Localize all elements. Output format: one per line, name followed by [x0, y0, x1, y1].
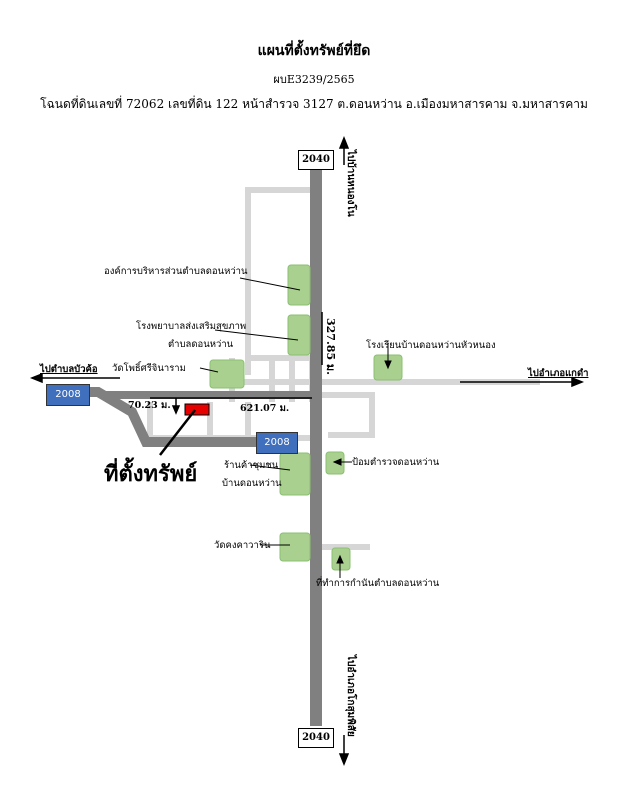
- road-2040-bottom-label: 2040: [298, 728, 334, 748]
- direction-south: ไปอำเภอโกสุมพิสัย: [345, 655, 356, 737]
- pointer-lines: [159, 277, 392, 578]
- landmark-kamnan: ที่ทำการกำนันตำบลดอนหว่าน: [316, 578, 440, 589]
- landmark-temple-pho: วัดโพธิ์ศรีจินาราม: [112, 363, 186, 374]
- landmark-temple-khong: วัดคงคาวาริน: [214, 540, 271, 551]
- landmark-sao: องค์การบริหารส่วนตำบลดอนหว่าน: [104, 266, 248, 277]
- case-code: ผบE3239/2565: [273, 73, 355, 86]
- landmark-shop-line2: บ้านดอนหว่าน: [222, 478, 282, 489]
- property-label: ที่ตั้งทรัพย์: [104, 461, 198, 487]
- direction-arrows: [29, 135, 585, 767]
- map-title: แผนที่ตั้งทรัพย์ที่ยึด: [257, 43, 371, 59]
- distance-horizontal: 621.07 ม.: [240, 403, 290, 414]
- road-2008-left-label: 2008: [46, 384, 90, 406]
- road-2008-mid-label: 2008: [256, 432, 298, 454]
- landmark-school: โรงเรียนบ้านดอนหว่านหัวหนอง: [366, 340, 496, 351]
- direction-west: ไปตำบลบัวค้อ: [40, 364, 98, 375]
- distance-lines: [150, 312, 323, 415]
- landmark-hospital-line2: ตำบลดอนหว่าน: [168, 339, 234, 350]
- road-2040: [310, 164, 322, 726]
- property-marker: [184, 403, 210, 416]
- landmark-hospital-line1: โรงพยาบาลส่งเสริมสุขภาพ: [136, 321, 247, 332]
- side-roads: [147, 187, 540, 550]
- landmarks: [209, 264, 403, 571]
- direction-north: ไปบ้านหนองโน: [345, 150, 356, 217]
- deed-info: โฉนดที่ดินเลขที่ 72062 เลขที่ดิน 122 หน้…: [40, 97, 588, 111]
- road-2040-top-label: 2040: [298, 150, 334, 170]
- distance-vertical: 327.85 ม.: [324, 318, 337, 376]
- direction-east: ไปอำเภอแกดำ: [528, 368, 589, 379]
- landmark-shop-line1: ร้านค้าชุมชน: [224, 460, 279, 471]
- distance-small: 70.23 ม.: [128, 400, 171, 411]
- landmark-police: ป้อมตำรวจดอนหว่าน: [352, 457, 440, 468]
